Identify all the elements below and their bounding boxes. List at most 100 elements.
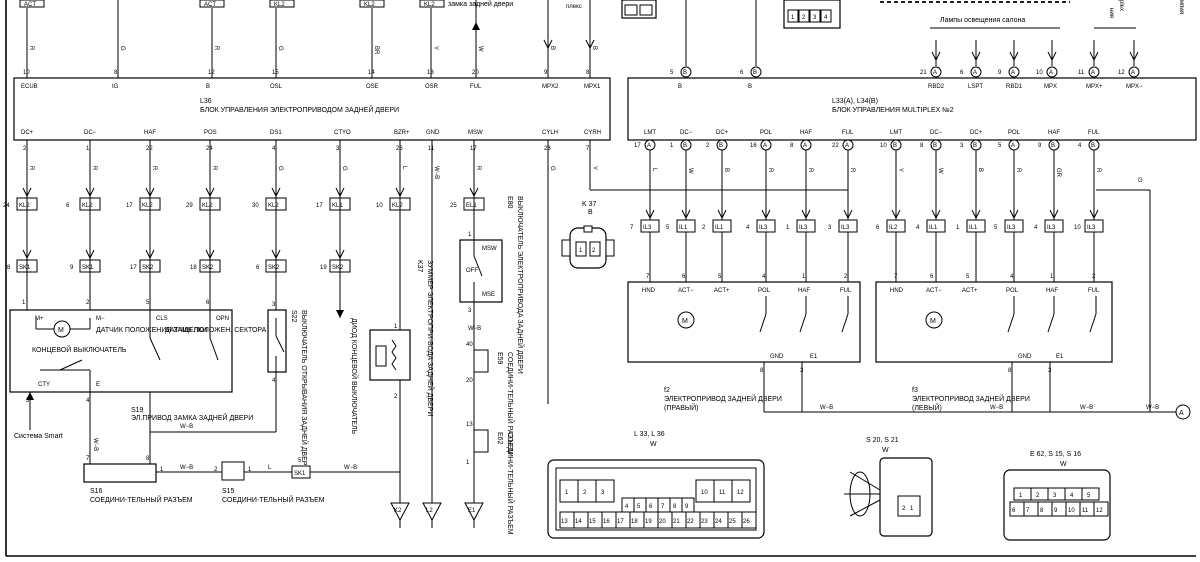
svg-text:f3: f3: [912, 387, 918, 394]
svg-text:K 37: K 37: [582, 201, 597, 208]
l36-top-pin-num: 13: [427, 70, 434, 76]
mpx-bottom-pin-num: 2: [706, 143, 710, 149]
mpx-top-pin-name: B: [678, 84, 682, 90]
il-connector-tag: IL1: [929, 225, 938, 231]
l36-bottom-wire-color: R: [475, 166, 481, 171]
f2-pin-name: HND: [642, 288, 656, 294]
svg-text:GND: GND: [1018, 354, 1032, 360]
l36-top-wire-color: R: [28, 46, 34, 51]
f2-pin-num: 1: [802, 274, 806, 280]
l36-top-pin-num: 10: [23, 70, 30, 76]
sk-connector-num: 9: [70, 265, 74, 271]
svg-text:W: W: [1060, 461, 1067, 468]
mpx-bottom-wire-color: W: [937, 168, 943, 174]
il-connector-num: 3: [828, 225, 832, 231]
l33-cell-num: 10: [701, 490, 708, 496]
svg-text:ния: ния: [1108, 8, 1114, 18]
f3-pin-name: HND: [890, 288, 904, 294]
svg-text:W−B: W−B: [820, 405, 833, 411]
mpx-title: L33(A), L34(B): [832, 98, 878, 105]
mpx-bottom-pin-letter: A: [1011, 143, 1015, 149]
mpx-bottom-pin-letter: A: [763, 143, 767, 149]
l36-top-pin-name: B: [206, 84, 210, 90]
mpx-bottom-wire-color: R: [1015, 168, 1021, 173]
svg-text:OFF: OFF: [466, 268, 478, 274]
mpx-bottom-pin-letter: B: [933, 143, 937, 149]
svg-text:OPN: OPN: [216, 316, 229, 322]
il-connector-tag: IL3: [1007, 225, 1016, 231]
svg-text:E: E: [96, 382, 100, 388]
svg-text:B: B: [588, 209, 593, 216]
il-connector-tag: IL3: [841, 225, 850, 231]
s19-box: [9, 309, 233, 393]
sk-connector-tag: SK1: [19, 265, 31, 271]
s16-connector: 7 8 1 S16 СОЕДИНИ-ТЕЛЬНЫЙ РАЗЪЕМ: [83, 456, 193, 504]
sk-connector-num: 18: [190, 265, 197, 271]
f2-motor-icon: [677, 311, 695, 329]
svg-text:ДИОД КОНЦЕВОЙ ВЫКЛЮЧАТЕЛЬ: ДИОД КОНЦЕВОЙ ВЫКЛЮЧАТЕЛЬ: [350, 318, 359, 435]
f3-pin-num: 4: [1010, 274, 1014, 280]
mpx-bottom-pin-num: 22: [832, 143, 839, 149]
mpx-bottom-pin-num: 8: [790, 143, 794, 149]
e62-cell-num: 2: [1036, 493, 1040, 499]
kl-connector-num: 10: [376, 203, 383, 209]
e59-connector: 40 20 E59 СОЕДИНИ-ТЕЛЬНЫЙ РАЗЪЕМ: [466, 342, 515, 455]
e62-cell-num: 9: [1054, 508, 1058, 514]
svg-text:13: 13: [466, 422, 473, 428]
svg-text:ДАТЧИК ПОЛОЖЕН. СЕКТОРА: ДАТЧИК ПОЛОЖЕН. СЕКТОРА: [165, 327, 267, 334]
f3-pin-name: ACT+: [962, 288, 978, 294]
ground-symbol: [390, 502, 410, 522]
svg-text:40: 40: [466, 342, 473, 348]
mpx-bottom-pin-letter: B: [893, 143, 897, 149]
svg-text:8: 8: [1008, 368, 1012, 374]
e80-power-switch: MSW MSE OFF 1 3 E80 ВЫКЛЮЧАТЕЛЬ ЭЛЕКТРОП…: [459, 196, 525, 374]
mpx-bottom-pin-name: FUL: [842, 130, 854, 136]
l36-top-wire-color: G: [277, 46, 283, 51]
l36-top-wire-color: W: [477, 46, 483, 52]
l36-bottom-pin-name: CTYO: [334, 130, 351, 136]
l33-cell-num: 19: [645, 519, 652, 525]
svg-text:5: 5: [298, 458, 302, 464]
l36-top-pin-name: OSR: [425, 84, 439, 90]
e62-cell: [1013, 487, 1032, 501]
l33-cell-num: 9: [685, 504, 689, 510]
il-connector-num: 6: [876, 225, 880, 231]
l33-cell-num: 13: [561, 519, 568, 525]
l33-cell-num: 4: [625, 504, 629, 510]
mpx-top-pin-letter: B: [683, 70, 687, 76]
f3-pin-num: 1: [1050, 274, 1054, 280]
l36-top-pin-name: FUL: [470, 84, 482, 90]
mpx-bottom-pin-letter: B: [683, 143, 687, 149]
sk-connector-num: 8: [7, 265, 11, 271]
svg-text:8: 8: [146, 456, 150, 462]
sk-connector-tag: SK2: [142, 265, 154, 271]
il-connector: [1044, 219, 1064, 233]
mpx-bottom-wire-color: Y: [897, 168, 903, 172]
l36-top-wire-color: Y: [432, 46, 438, 50]
l36-bottom-wire-color: W−B: [433, 166, 439, 179]
svg-text:СОЕДИНИ-ТЕЛЬНЫЙ РАЗЪЕМ: СОЕДИНИ-ТЕЛЬНЫЙ РАЗЪЕМ: [222, 495, 325, 504]
l36-top-wire-color: R: [213, 46, 219, 51]
il-chevron: [717, 209, 727, 220]
kl-connector-tag: KL2: [19, 203, 30, 209]
svg-text:ВЫКЛЮЧАТЕЛЬ ОТКРЫВАНИЯ ЗАДНЕЙ: ВЫКЛЮЧАТЕЛЬ ОТКРЫВАНИЯ ЗАДНЕЙ ДВЕРИ: [300, 310, 309, 470]
l36-top-pin-num: 8: [586, 70, 590, 76]
il-connector-num: 7: [630, 225, 634, 231]
mpx-top-pin-name: RBD2: [928, 84, 945, 90]
mpx-bottom-pin-num: 8: [920, 143, 924, 149]
l36-bottom-pin-name: POS: [204, 130, 217, 136]
svg-text:M: M: [930, 318, 936, 325]
svg-text:W−B: W−B: [180, 424, 193, 430]
e62-cell-num: 11: [1082, 508, 1089, 514]
mpx-bottom-pin-letter: A: [845, 143, 849, 149]
l36-top-pin-num: 15: [272, 70, 279, 76]
svg-text:E59: E59: [496, 352, 503, 365]
svg-text:KL2: KL2: [274, 2, 285, 8]
svg-text:ЭЛЕКТРОПРИВОД ЗАДНЕЙ ДВЕРИ: ЭЛЕКТРОПРИВОД ЗАДНЕЙ ДВЕРИ: [912, 394, 1030, 403]
svg-text:2: 2: [394, 394, 398, 400]
l33-cell-num: 24: [715, 519, 722, 525]
l36-bottom-pins: DC+2RDC−1RHAF22RPOS24RDS14GCTYO3GBZR+26L…: [21, 130, 601, 179]
l36-bottom-wire-color: R: [91, 166, 97, 171]
l33-cell-num: 11: [719, 490, 726, 496]
f3-pin-num: 2: [1092, 274, 1096, 280]
